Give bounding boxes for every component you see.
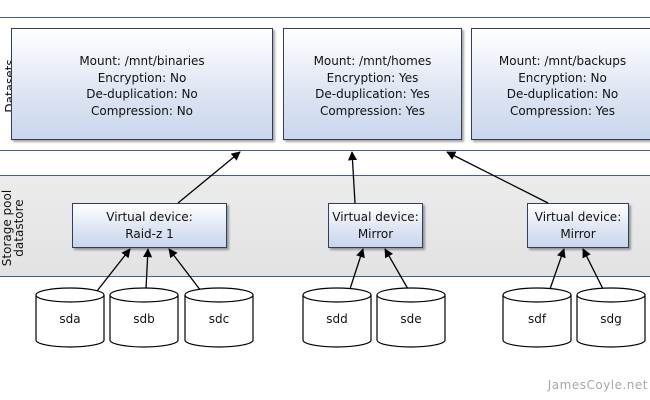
arrow-sdb-to-vdev1	[143, 248, 153, 290]
disk-label-sdc: sdc	[208, 312, 230, 326]
disk-sdc-icon	[184, 287, 254, 348]
disk-sda-icon	[35, 287, 105, 348]
arrow-sdd-to-vdev2	[349, 248, 365, 290]
dataset-homes: Mount: /mnt/homes Encryption: Yes De-dup…	[283, 28, 462, 140]
watermark: JamesCoyle.net	[547, 378, 648, 392]
vdev-raidz1: Virtual device: Raid-z 1	[72, 203, 227, 248]
vdev-mirror-1: Virtual device: Mirror	[328, 203, 423, 248]
disk-label-sda: sda	[59, 312, 81, 326]
dataset-encryption: Encryption: No	[97, 70, 187, 85]
dataset-encryption: Encryption: Yes	[326, 70, 419, 85]
disk-label-sdb: sdb	[133, 312, 155, 326]
disk-sdg-icon	[576, 287, 646, 348]
arrow-vdev3-to-backups	[446, 151, 549, 204]
disk-label-sdg: sdg	[600, 312, 622, 326]
disk-sdd-icon	[302, 287, 372, 348]
dataset-dedup: De-duplication: Yes	[315, 87, 430, 101]
vdev-title: Virtual device:	[106, 209, 193, 224]
disk-label-sdd: sdd	[326, 312, 348, 326]
disk-layer	[35, 287, 646, 348]
disk-sdb-icon	[109, 287, 179, 348]
arrow-sdc-to-vdev1	[168, 248, 202, 292]
dataset-mount: Mount: /mnt/backups	[498, 54, 627, 68]
dataset-dedup: De-duplication: No	[506, 87, 619, 101]
dataset-backups: Mount: /mnt/backups Encryption: No De-du…	[471, 28, 650, 140]
vdev-title: Virtual device:	[332, 209, 419, 224]
arrow-sdg-to-vdev3	[582, 248, 605, 292]
dataset-encryption: Encryption: No	[518, 70, 607, 85]
dataset-mount: Mount: /mnt/binaries	[79, 54, 205, 68]
disk-label-sde: sde	[400, 312, 422, 326]
vdev-mirror-2: Virtual device: Mirror	[527, 203, 629, 248]
arrow-sde-to-vdev2	[384, 248, 409, 290]
vdev-type: Raid-z 1	[125, 226, 174, 241]
dataset-mount: Mount: /mnt/homes	[313, 54, 432, 68]
dataset-dedup: De-duplication: No	[86, 87, 198, 101]
disk-sde-icon	[376, 287, 446, 348]
dataset-compression: Compression: Yes	[509, 103, 616, 118]
arrow-vdev1-to-binaries	[177, 151, 241, 204]
disk-label-sdf: sdf	[527, 312, 547, 326]
arrow-sdf-to-vdev3	[549, 248, 566, 290]
vdev-type: Mirror	[357, 226, 394, 241]
dataset-compression: Compression: Yes	[319, 103, 426, 118]
dataset-compression: Compression: No	[90, 103, 194, 118]
arrow-sda-to-vdev1	[96, 248, 131, 292]
arrow-vdev2-to-homes	[347, 151, 358, 204]
vdev-title: Virtual device:	[534, 209, 622, 224]
vdev-type: Mirror	[560, 226, 596, 241]
arrow-layer	[96, 151, 605, 292]
dataset-binaries: Mount: /mnt/binaries Encryption: No De-d…	[11, 28, 273, 140]
disk-sdf-icon	[502, 287, 572, 348]
